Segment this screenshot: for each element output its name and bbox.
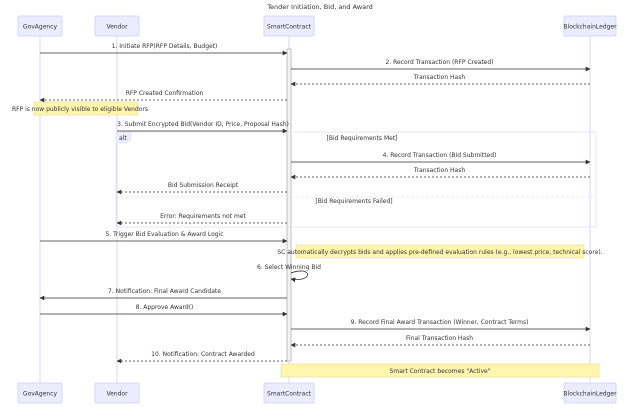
participant-label: Vendor xyxy=(106,391,128,398)
participant-box xyxy=(17,382,63,404)
participant-box xyxy=(263,382,315,404)
note-rfp-visible-box xyxy=(33,101,139,116)
message-label: 10. Notification: Contract Awarded xyxy=(151,351,255,358)
alt-condition-met: [Bid Requirements Met] xyxy=(326,135,397,142)
participant-box xyxy=(563,15,617,37)
participant-gov-top: GovAgency xyxy=(17,15,63,37)
message-m7: Transaction Hash xyxy=(290,167,590,180)
message-m16: 10. Notification: Contract Awarded xyxy=(116,351,287,364)
alt-tag xyxy=(115,131,132,144)
participant-vendor-bottom: Vendor xyxy=(94,382,140,404)
participant-box xyxy=(263,15,315,37)
message-m1: 1. Initiate RFP(RFP Details, Budget) xyxy=(40,43,288,56)
participants: GovAgencyGovAgencyVendorVendorSmartContr… xyxy=(17,15,617,404)
message-label: 3. Submit Encrypted Bid(Vendor ID, Price… xyxy=(117,121,289,128)
diagram-title: Tender Initiation, Bid, and Award xyxy=(266,3,373,11)
participant-label: SmartContract xyxy=(267,24,312,31)
message-label: Error: Requirements not met xyxy=(160,213,246,220)
note-sc-active-text: Smart Contract becomes "Active" xyxy=(390,368,491,375)
note-rfp-visible-text: RFP is now publicly visible to eligible … xyxy=(12,106,148,113)
message-label: Transaction Hash xyxy=(413,167,466,174)
message-label: RFP Created Confirmation xyxy=(126,90,204,97)
message-label: Final Transaction Hash xyxy=(406,335,473,342)
note-sc-decrypts-text: SC automatically decrypts bids and appli… xyxy=(277,249,602,256)
note-sc-decrypts-box xyxy=(295,244,585,259)
participant-label: GovAgency xyxy=(23,24,58,31)
participant-box xyxy=(94,382,140,404)
alt-condition-failed: [Bid Requirements Failed] xyxy=(315,198,392,205)
message-label: 6. Select Winning Bid xyxy=(257,264,321,271)
alt-block: alt [Bid Requirements Met] [Bid Requirem… xyxy=(115,131,597,228)
messages: 1. Initiate RFP(RFP Details, Budget) 2. R… xyxy=(39,43,591,364)
note-sc-decrypts: SC automatically decrypts bids and appli… xyxy=(277,244,603,259)
participant-sc-bottom: SmartContract xyxy=(263,382,315,404)
message-label: 2. Record Transaction (RFP Created) xyxy=(385,59,493,66)
message-label: 5. Trigger Bid Evaluation & Award Logic xyxy=(105,231,223,238)
participant-label: BlockchainLedger xyxy=(563,24,617,31)
message-label: 1. Initiate RFP(RFP Details, Budget) xyxy=(112,43,218,50)
message-label: 4. Record Transaction (Bid Submitted) xyxy=(383,152,497,159)
note-sc-active: Smart Contract becomes "Active" xyxy=(280,363,600,378)
message-label: 9. Record Final Award Transaction (Winne… xyxy=(351,319,529,326)
participant-box xyxy=(94,15,140,37)
participant-gov-bottom: GovAgency xyxy=(17,382,63,404)
message-m13: 8. Approve Award() xyxy=(40,304,288,317)
alt-keyword: alt xyxy=(119,135,127,142)
message-label: Bid Submission Receipt xyxy=(168,182,239,189)
participant-sc-top: SmartContract xyxy=(263,15,315,37)
message-m10: 5. Trigger Bid Evaluation & Award Logic xyxy=(40,231,288,244)
participant-box xyxy=(17,15,63,37)
lifelines xyxy=(39,36,591,383)
message-m12: 7. Notification: Final Award Candidate xyxy=(39,288,287,301)
message-m2: 2. Record Transaction (RFP Created) xyxy=(291,59,591,72)
message-m6: 4. Record Transaction (Bid Submitted) xyxy=(291,152,591,165)
message-m8: Bid Submission Receipt xyxy=(116,182,287,195)
participant-label: GovAgency xyxy=(23,391,58,398)
smartcontract-activation-bar xyxy=(286,48,292,362)
message-arrow xyxy=(290,270,308,283)
participant-box xyxy=(563,382,617,404)
message-m5: 3. Submit Encrypted Bid(Vendor ID, Price… xyxy=(117,121,289,134)
participant-label: Vendor xyxy=(106,24,128,31)
alt-frame xyxy=(115,131,597,228)
note-rfp-visible: RFP is now publicly visible to eligible … xyxy=(12,101,148,116)
message-m9: Error: Requirements not met xyxy=(116,213,287,226)
note-sc-active-box xyxy=(280,363,600,378)
message-m14: 9. Record Final Award Transaction (Winne… xyxy=(291,319,591,332)
participant-label: BlockchainLedger xyxy=(563,391,617,398)
participant-bc-bottom: BlockchainLedger xyxy=(563,382,617,404)
participant-bc-top: BlockchainLedger xyxy=(563,15,617,37)
participant-vendor-top: Vendor xyxy=(94,15,140,37)
message-m4: RFP Created Confirmation xyxy=(39,90,287,103)
message-label: Transaction Hash xyxy=(413,74,466,81)
message-m15: Final Transaction Hash xyxy=(290,335,590,348)
message-m3: Transaction Hash xyxy=(290,74,590,87)
message-label: 7. Notification: Final Award Candidate xyxy=(108,288,221,295)
message-m11: 6. Select Winning Bid xyxy=(257,264,321,283)
participant-label: SmartContract xyxy=(267,391,312,398)
message-label: 8. Approve Award() xyxy=(136,304,194,311)
